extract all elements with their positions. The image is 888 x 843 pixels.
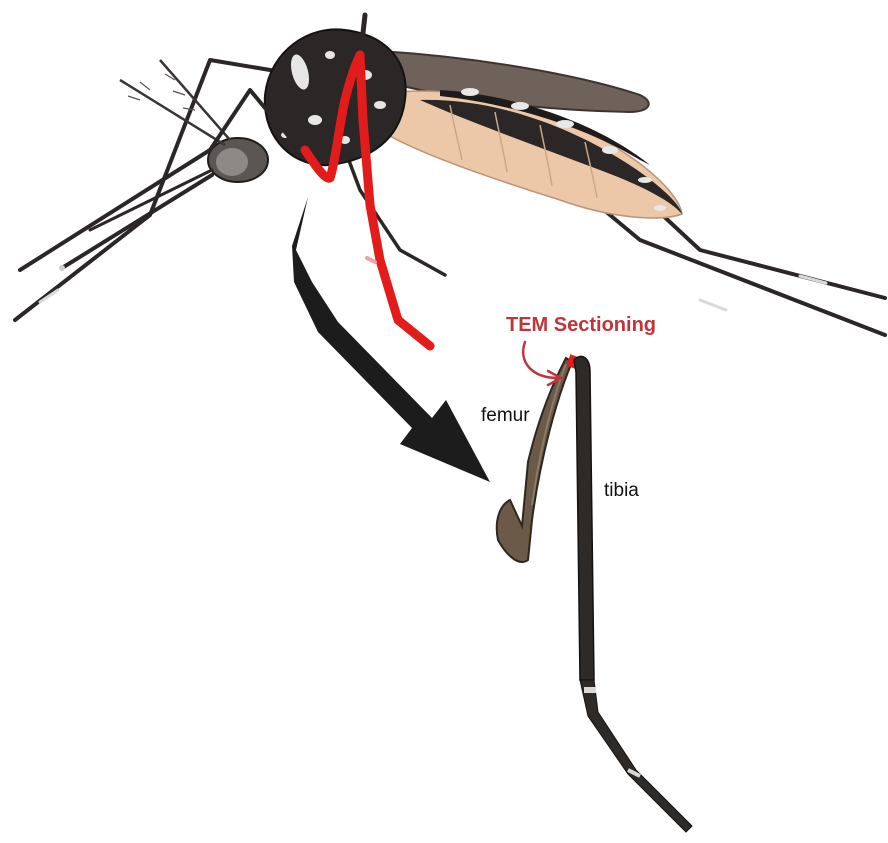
- tem-sectioning-label: TEM Sectioning: [506, 314, 656, 337]
- femur-segment: [497, 358, 572, 562]
- mosquito-head: [59, 60, 268, 271]
- sectioning-pointer: [523, 342, 561, 385]
- femur-label: femur: [481, 405, 530, 427]
- tarsus-segment: [580, 680, 692, 832]
- zoom-arrow: [292, 197, 490, 482]
- mosquito-illustration: [15, 15, 885, 346]
- tibia-segment: [574, 356, 594, 680]
- tibia-label: tibia: [604, 480, 639, 502]
